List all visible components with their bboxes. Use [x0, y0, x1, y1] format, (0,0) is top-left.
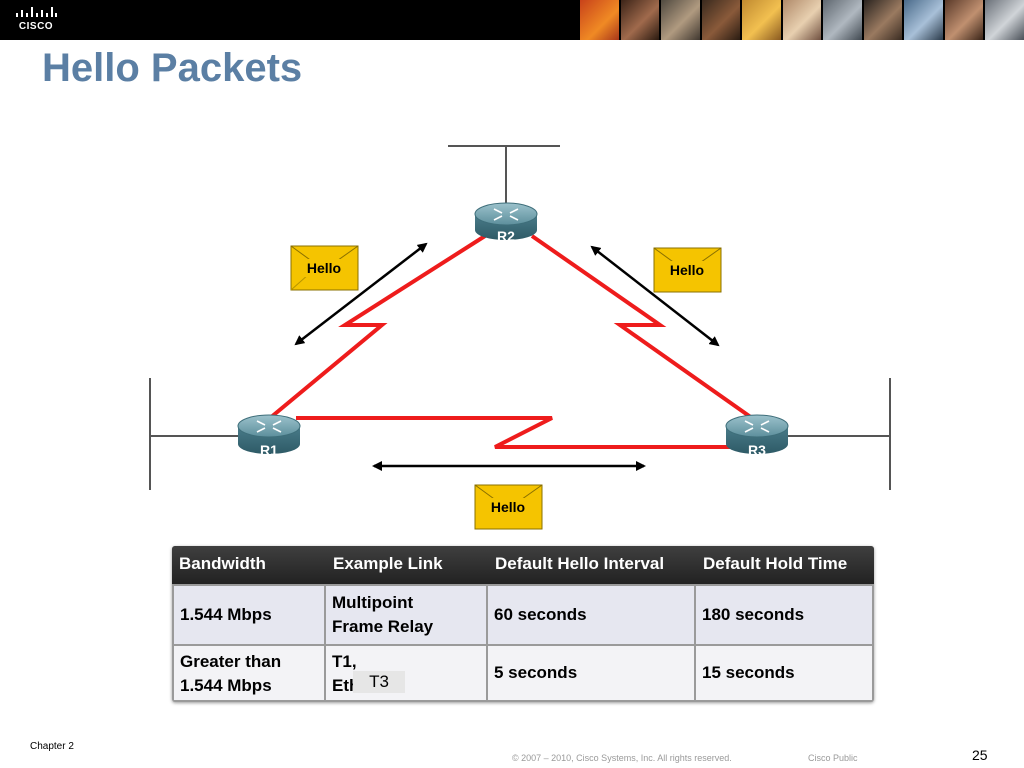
router-label: R1: [260, 442, 278, 458]
cisco-logo: [16, 7, 57, 17]
row1-hello-interval: 60 seconds: [488, 586, 694, 644]
slide-title: Hello Packets: [42, 46, 303, 90]
photo-banner: [580, 0, 1024, 40]
network-diagram: R2 R1 R3 Hello Hello: [149, 145, 891, 530]
router-r2: R2: [474, 202, 538, 244]
logo-wordmark: CISCO: [18, 21, 54, 32]
page-number: 25: [972, 747, 988, 763]
lan-segment-r2: [448, 145, 560, 204]
cell-text: 5 seconds: [494, 663, 578, 682]
banner-photo: [782, 0, 822, 40]
table-header: Bandwidth Example Link Default Hello Int…: [172, 546, 874, 584]
overlay-text-box: T3: [353, 671, 405, 693]
row1-example-link: Multipoint Frame Relay: [326, 586, 486, 644]
hello-label: Hello: [670, 262, 704, 278]
router-label: R3: [748, 442, 766, 458]
cell-text: 180 seconds: [702, 605, 805, 624]
hello-arrow-r2-r3: [590, 245, 720, 347]
cell-text: 60 seconds: [494, 605, 587, 624]
router-label: R2: [497, 228, 515, 244]
header-bandwidth: Bandwidth: [179, 554, 266, 573]
router-r1: R1: [237, 414, 301, 458]
banner-photo: [863, 0, 903, 40]
banner-photo: [823, 0, 862, 40]
row1-bandwidth: 1.544 Mbps: [174, 586, 324, 644]
row2-hello-interval: 5 seconds: [488, 646, 694, 700]
cell-text: 1.544 Mbps: [180, 676, 272, 695]
cell-text: Greater than: [180, 652, 282, 671]
banner-photo: [701, 0, 741, 40]
footer-classification: Cisco Public: [808, 753, 858, 763]
hello-envelope-r2-r3: Hello: [653, 247, 722, 293]
banner-photo: [580, 0, 619, 40]
banner-photo: [904, 0, 943, 40]
router-r3: R3: [725, 414, 789, 458]
router-arrows-icon: [744, 420, 770, 433]
banner-photo: [620, 0, 660, 40]
row2-bandwidth: Greater than 1.544 Mbps: [174, 646, 324, 700]
header-hello-interval: Default Hello Interval: [495, 554, 665, 573]
row2-example-link: T1, Ethernet: [326, 646, 486, 700]
header-bar: CISCO: [0, 0, 1024, 40]
cell-text: Frame Relay: [332, 617, 434, 636]
hello-label: Hello: [307, 260, 341, 276]
lan-segment-r1: [149, 378, 240, 490]
banner-photo: [985, 0, 1024, 40]
hello-envelope-r1-r3: Hello: [474, 484, 543, 530]
cell-text: 1.544 Mbps: [180, 605, 272, 624]
row2-hold-time: 15 seconds: [696, 646, 872, 700]
banner-photo: [944, 0, 984, 40]
footer-chapter: Chapter 2: [30, 741, 74, 752]
router-arrows-icon: [256, 420, 282, 433]
cell-text: T1,: [332, 652, 357, 671]
footer-copyright: © 2007 – 2010, Cisco Systems, Inc. All r…: [512, 753, 732, 763]
row1-hold-time: 180 seconds: [696, 586, 872, 644]
hello-interval-table: Bandwidth Example Link Default Hello Int…: [172, 546, 874, 702]
header-hold-time: Default Hold Time: [703, 554, 848, 573]
hello-label: Hello: [491, 499, 525, 515]
header-example-link: Example Link: [333, 554, 443, 573]
cell-text: Multipoint: [332, 593, 414, 612]
hello-arrow-r1-r2: [294, 242, 428, 346]
lan-segment-r3: [788, 378, 891, 490]
router-arrows-icon: [493, 208, 519, 221]
banner-photo: [661, 0, 700, 40]
hello-envelope-r1-r2: Hello: [290, 245, 359, 291]
cell-text: 15 seconds: [702, 663, 795, 682]
link-r1-r3: [296, 416, 730, 449]
banner-photo: [742, 0, 781, 40]
